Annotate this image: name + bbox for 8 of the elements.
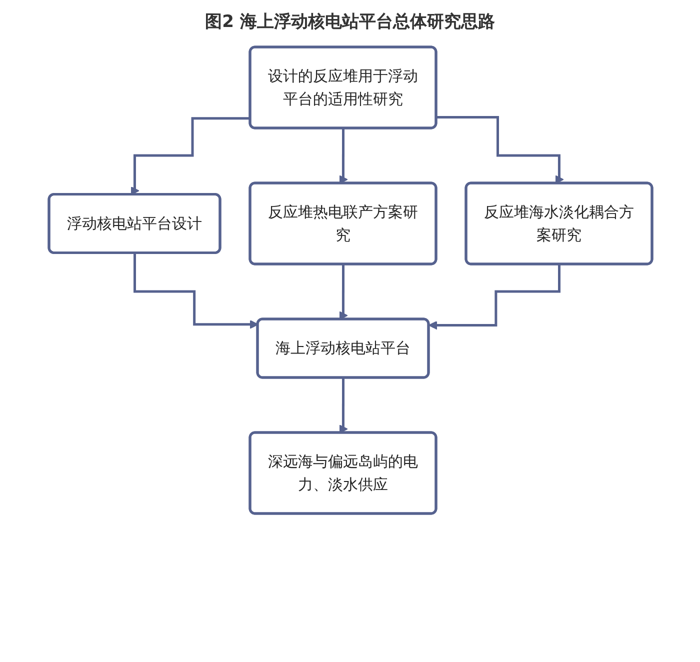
arrow xyxy=(338,376,348,434)
arrow xyxy=(436,116,564,184)
arrow xyxy=(133,252,258,329)
arrow xyxy=(428,263,560,330)
arrow xyxy=(130,117,250,196)
arrow xyxy=(338,127,348,184)
diagram-title: 图2 海上浮动核电站平台总体研究思路 xyxy=(204,11,496,33)
arrow xyxy=(338,263,348,320)
